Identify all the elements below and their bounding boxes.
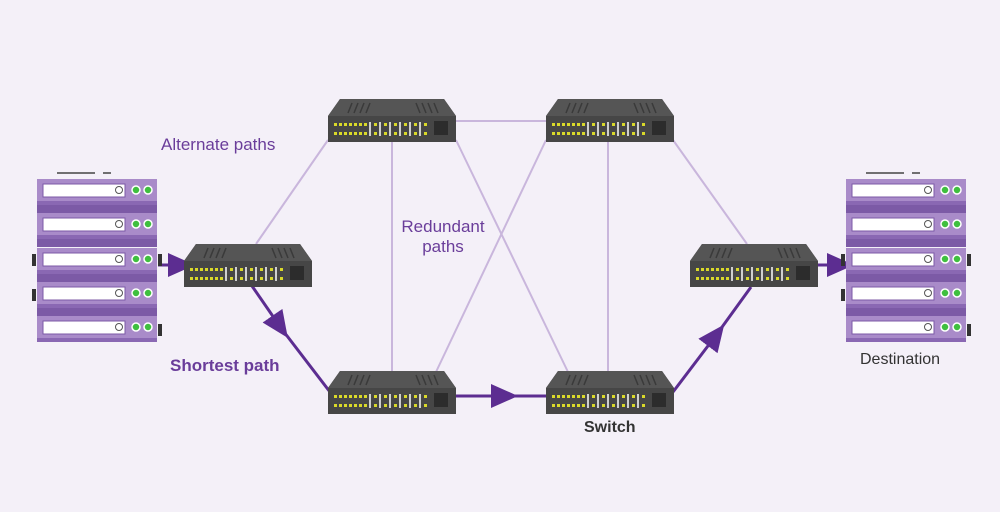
source-server-rack-icon xyxy=(32,173,162,342)
shortest-path-label: Shortest path xyxy=(170,356,280,375)
switch-left-icon xyxy=(183,243,313,288)
alternate-paths-label: Alternate paths xyxy=(161,135,276,154)
redundant-paths-label-line1: Redundant xyxy=(401,217,485,236)
switch-label: Switch xyxy=(584,419,636,436)
destination-label: Destination xyxy=(860,351,941,368)
shortest-path-segment xyxy=(279,327,332,393)
redundant-path-line xyxy=(455,139,569,373)
alt-path-line xyxy=(255,139,329,245)
switch-bottom-left-icon xyxy=(327,370,457,415)
switch-bottom-right-icon xyxy=(545,370,675,415)
switch-top-left-icon xyxy=(327,98,457,143)
redundant-paths-label: Redundant paths xyxy=(400,217,486,257)
shortest-path-segment xyxy=(671,324,725,393)
shortest-path-segment xyxy=(715,286,753,335)
alt-path-line xyxy=(672,139,748,245)
shortest-path-segment xyxy=(250,285,288,338)
switch-top-right-icon xyxy=(545,98,675,143)
shortest-path xyxy=(158,253,854,408)
redundant-path-line xyxy=(435,139,547,373)
destination-server-rack-icon xyxy=(841,173,971,342)
alternate-path-lines xyxy=(255,120,748,373)
switch-right-icon xyxy=(689,243,819,288)
redundant-paths-label-line2: paths xyxy=(422,237,464,256)
